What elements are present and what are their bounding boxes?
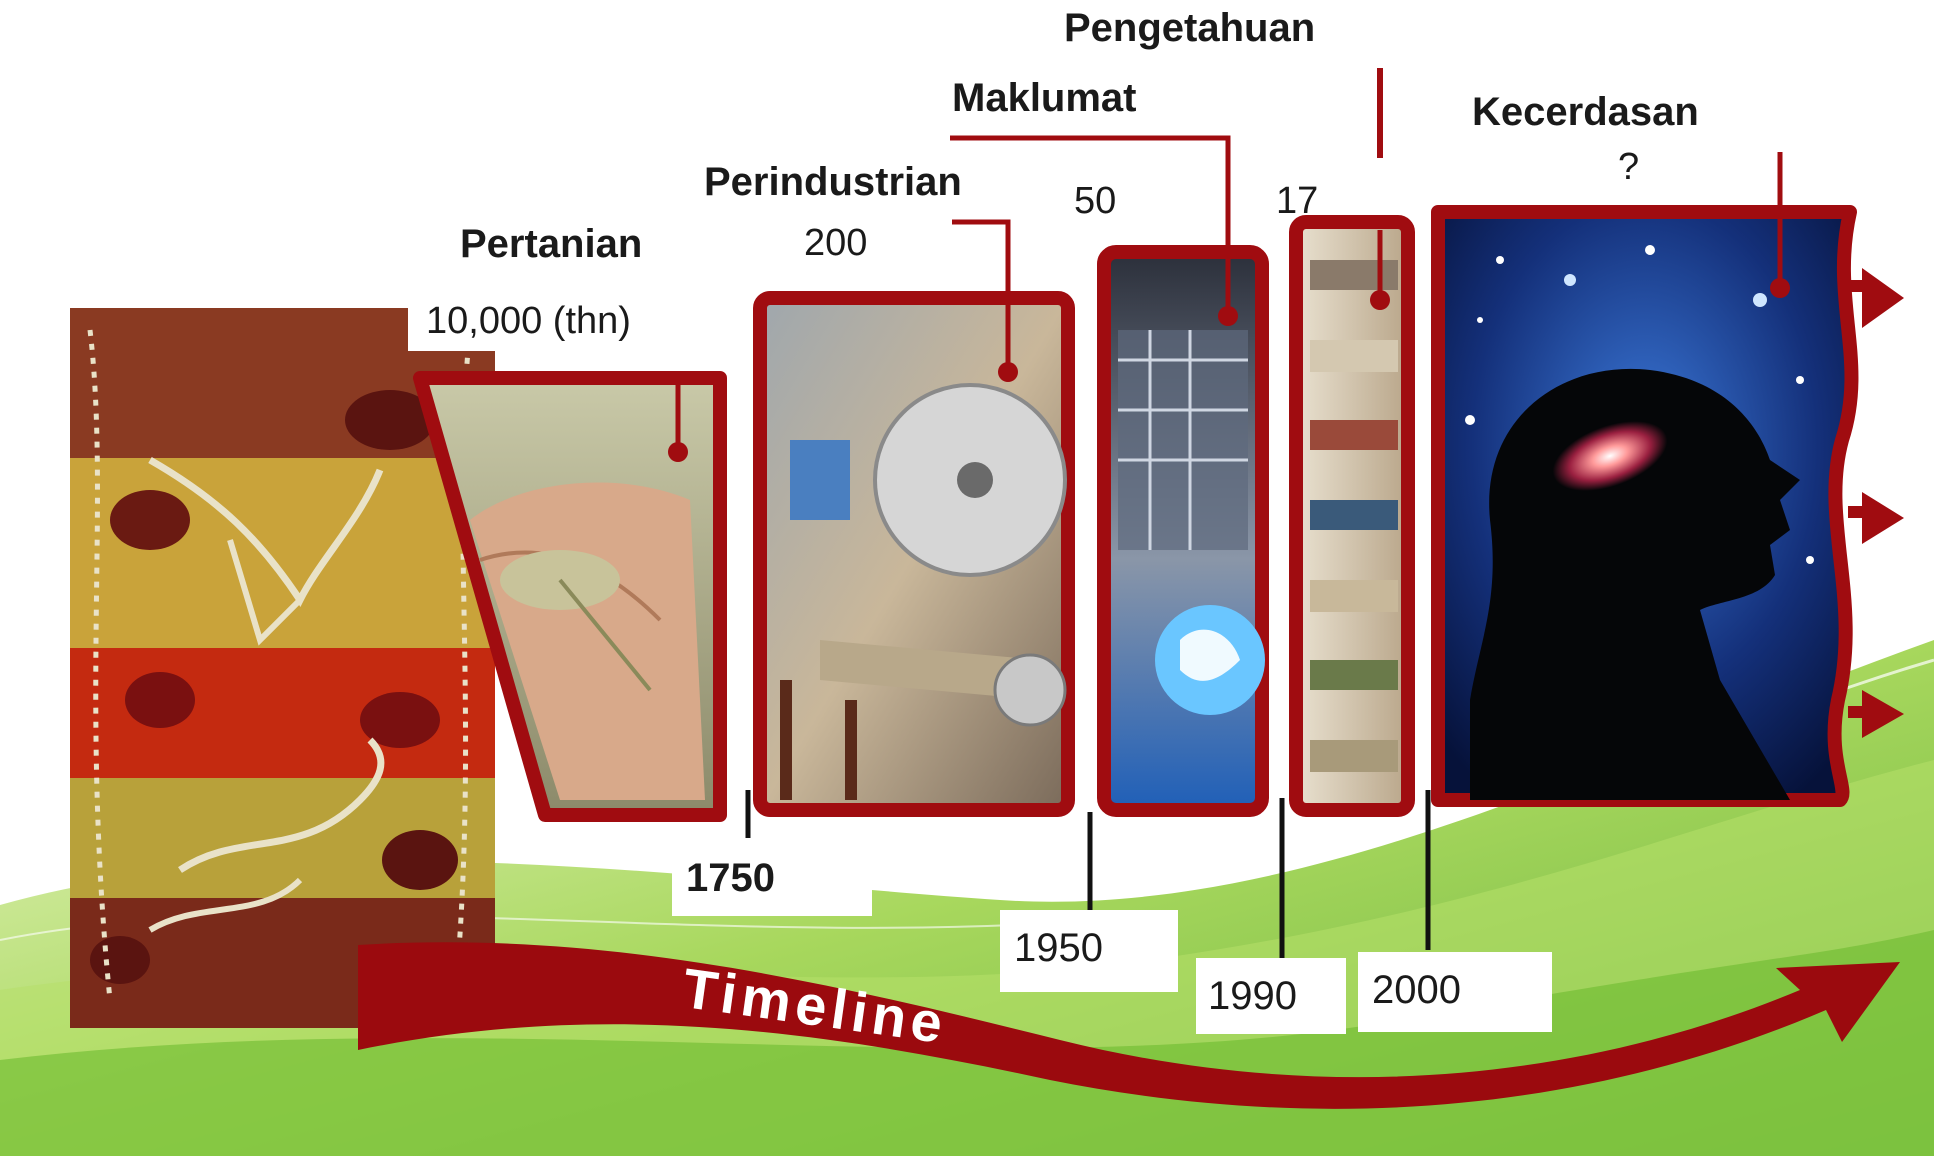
era-duration-pengetahuan: 17 [1276, 180, 1318, 223]
era-title-pertanian: Pertanian [460, 222, 642, 267]
era-duration-kecerdasan: ? [1618, 146, 1639, 189]
future-arrow-2 [1848, 492, 1904, 544]
year-label-1750: 1750 [672, 846, 872, 916]
era-duration-pertanian: 10,000 (thn) [408, 298, 639, 351]
kecerdasan-panel [1438, 212, 1851, 800]
year-label-1950: 1950 [1000, 910, 1178, 992]
pengetahuan-panel [1296, 222, 1408, 810]
era-duration-perindustrian: 200 [804, 222, 867, 265]
perindustrian-pointer-dot [998, 362, 1018, 382]
kecerdasan-pointer-dot [1770, 278, 1790, 298]
maklumat-panel [1104, 252, 1265, 810]
pengetahuan-pointer-dot [1370, 290, 1390, 310]
era-title-maklumat: Maklumat [952, 76, 1137, 121]
pertanian-pointer-dot [668, 442, 688, 462]
year-label-1990: 1990 [1196, 958, 1346, 1034]
era-title-kecerdasan: Kecerdasan [1472, 90, 1699, 135]
future-arrow-1 [1848, 268, 1904, 328]
perindustrian-panel [760, 298, 1068, 810]
maklumat-pointer-dot [1218, 306, 1238, 326]
era-title-pengetahuan: Pengetahuan [1064, 6, 1315, 51]
year-label-2000: 2000 [1358, 952, 1552, 1032]
era-title-perindustrian: Perindustrian [704, 160, 962, 205]
era-duration-maklumat: 50 [1074, 180, 1116, 223]
